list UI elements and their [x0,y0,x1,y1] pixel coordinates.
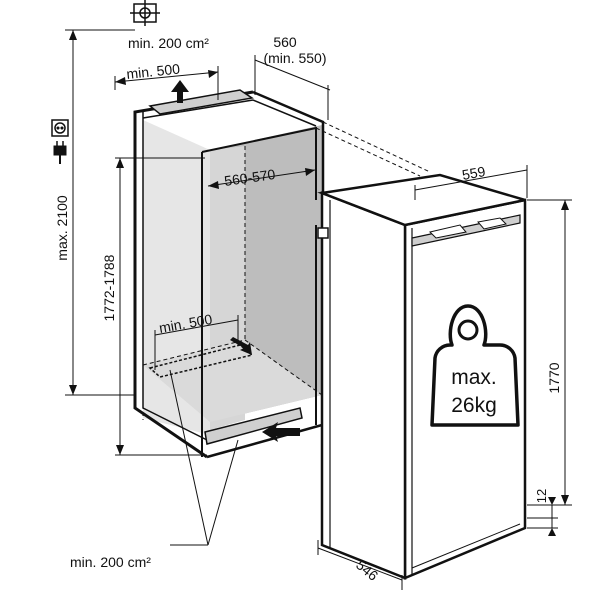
niche-top-inner-2 [252,99,317,127]
appliance-top [317,173,526,227]
appliance-side [320,191,407,580]
arrowheads [69,30,569,536]
ground-symbol-icon [130,0,160,26]
bottom-airflow-arrow [262,422,300,442]
niche-floor [143,340,322,422]
niche-bottom [206,423,323,459]
weight-label-line2: 26kg [451,394,497,417]
niche-depth-label: 560 [273,34,297,50]
niche-depth-min-label: (min. 550) [263,50,326,66]
bottom-vent-area-label: min. 200 cm² [70,554,151,570]
base-height-label: 12 [534,489,549,503]
control-panel-cutout-2 [477,217,507,230]
top-vent-grille [148,89,254,115]
top-airflow-arrow [171,80,189,103]
niche-top-inner [142,99,254,119]
power-plug-icon [53,141,67,164]
niche-height-range-label: 1772-1788 [101,254,117,321]
socket-icon [51,119,69,137]
niche-base-line [142,407,208,441]
top-vent-area-label: min. 200 cm² [128,35,209,51]
control-panel-cutout [429,224,467,239]
floor-airflow-arrow [230,337,252,355]
top-depth-gap-label: min. 500 [126,60,181,82]
niche-width-label: 560-570 [223,166,276,189]
appliance-width-label: 559 [461,163,487,183]
bottom-vent-grille [204,407,303,445]
niche [133,89,325,459]
hidden-lines [142,118,431,420]
door-hinge [317,227,329,239]
airflow-arrow-icon [171,80,300,442]
floor-vent-grille [148,344,254,378]
dimension-lines [65,29,572,590]
appliance-height-label: 1770 [546,362,562,393]
appliance-base [411,523,521,569]
max-height-label: max. 2100 [54,195,70,261]
weight-icon: max. 26kg [430,304,520,427]
weight-label-line1: max. [451,366,497,389]
